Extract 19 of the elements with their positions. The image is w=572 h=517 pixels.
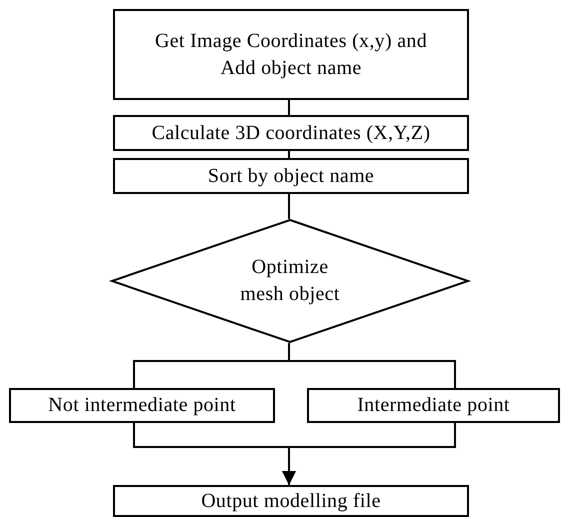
connector-line — [288, 151, 290, 158]
connector-line — [288, 194, 290, 219]
process-box — [9, 388, 275, 423]
node-text: Optimize mesh object — [239, 255, 341, 307]
node-text: Not intermediate point — [48, 393, 236, 418]
process-box — [113, 115, 469, 151]
node-text: Calculate 3D coordinates (X,Y,Z) — [152, 120, 430, 146]
node-text: Sort by object name — [208, 164, 374, 188]
process-box — [113, 485, 469, 517]
node-text: Get Image Coordinates (x,y) and Add object name — [154, 28, 428, 80]
decision-diamond — [111, 219, 469, 343]
connector-line — [288, 100, 290, 115]
process-box — [113, 158, 469, 194]
process-box — [307, 388, 560, 423]
node-text: Output modelling file — [201, 488, 381, 514]
connector-line — [288, 343, 456, 388]
node-text: Intermediate point — [357, 393, 510, 418]
process-box — [113, 9, 469, 100]
arrow — [282, 423, 456, 485]
